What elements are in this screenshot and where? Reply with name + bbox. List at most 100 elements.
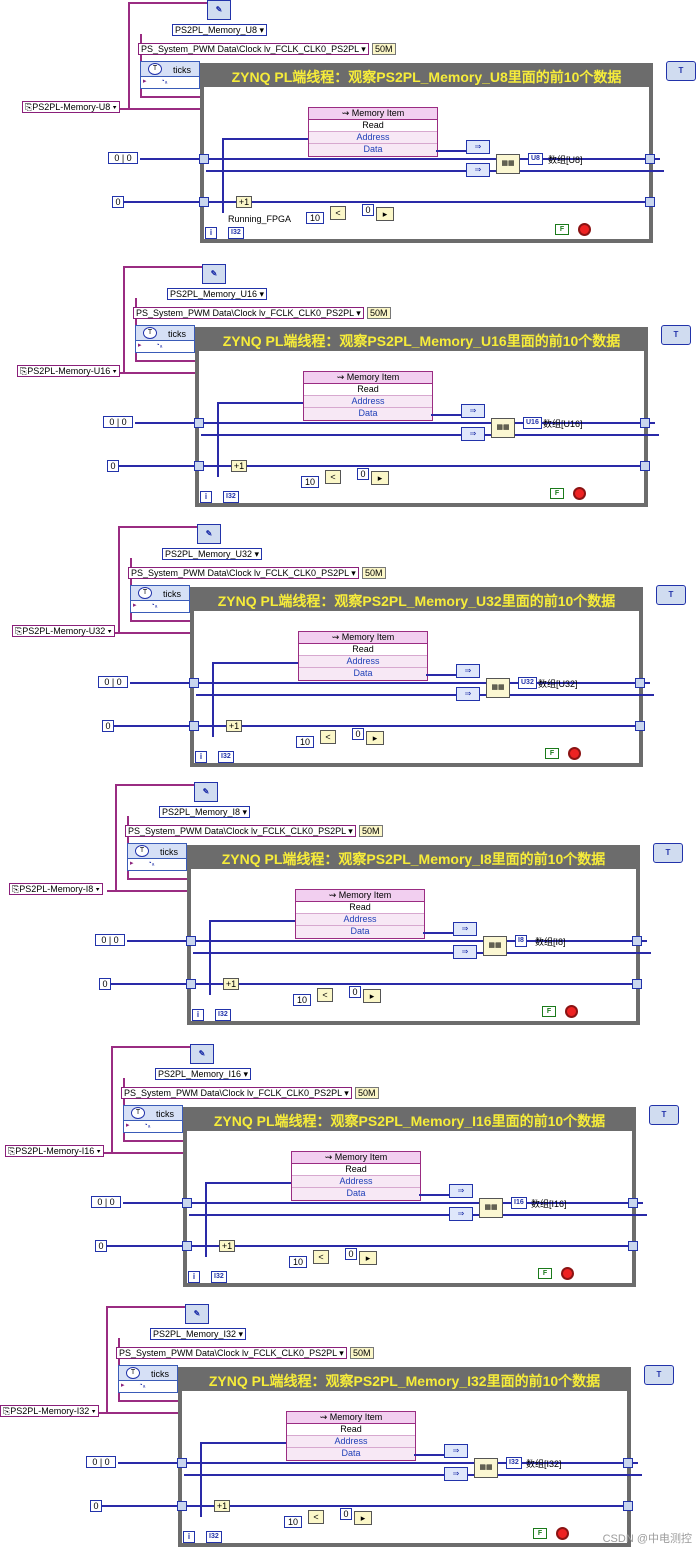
fifo-name-ring[interactable]: PS2PL_Memory_I8 ▾ bbox=[159, 806, 251, 818]
index-array-node[interactable]: ⇒ bbox=[444, 1444, 468, 1458]
less-than-node[interactable]: < bbox=[325, 470, 341, 484]
zero-constant[interactable]: 0 bbox=[90, 1500, 102, 1512]
select-node[interactable]: ▸ bbox=[376, 207, 394, 221]
zero-constant[interactable]: 0 bbox=[340, 1508, 352, 1520]
increment-node[interactable]: +1 bbox=[223, 978, 239, 990]
zero-constant[interactable]: 0 bbox=[357, 468, 369, 480]
stop-icon[interactable] bbox=[573, 487, 586, 500]
ticks-node[interactable]: T ticks ▸ ◔ₐ bbox=[130, 585, 190, 613]
array-constant[interactable]: 0 | 0 bbox=[98, 676, 128, 688]
zero-constant[interactable]: 0 bbox=[107, 460, 119, 472]
stop-icon[interactable] bbox=[578, 223, 591, 236]
build-array-node[interactable]: ▦▦ bbox=[496, 154, 520, 174]
select-node[interactable]: ▸ bbox=[359, 1251, 377, 1265]
increment-node[interactable]: +1 bbox=[219, 1240, 235, 1252]
fifo-constant-icon[interactable]: ✎ bbox=[190, 1044, 214, 1064]
ten-constant[interactable]: 10 bbox=[296, 736, 314, 748]
false-constant[interactable]: F bbox=[545, 748, 559, 759]
stop-icon[interactable] bbox=[568, 747, 581, 760]
zero-constant[interactable]: 0 bbox=[112, 196, 124, 208]
fifo-name-ring[interactable]: PS2PL_Memory_U8 ▾ bbox=[172, 24, 268, 36]
select-node[interactable]: ▸ bbox=[363, 989, 381, 1003]
index-array-node[interactable]: ⇒ bbox=[453, 922, 477, 936]
clock-constant[interactable]: PS_System_PWM Data\Clock lv_FCLK_CLK0_PS… bbox=[133, 307, 364, 319]
index-array-node[interactable]: ⇒ bbox=[456, 664, 480, 678]
increment-node[interactable]: +1 bbox=[236, 196, 252, 208]
array-constant[interactable]: 0 | 0 bbox=[86, 1456, 116, 1468]
increment-node[interactable]: +1 bbox=[226, 720, 242, 732]
fifo-name-ring[interactable]: PS2PL_Memory_U32 ▾ bbox=[162, 548, 263, 560]
clock-constant[interactable]: PS_System_PWM Data\Clock lv_FCLK_CLK0_PS… bbox=[125, 825, 356, 837]
replace-subset-node[interactable]: ⇒ bbox=[449, 1207, 473, 1221]
fifo-constant-icon[interactable]: ✎ bbox=[185, 1304, 209, 1324]
ten-constant[interactable]: 10 bbox=[289, 1256, 307, 1268]
replace-subset-node[interactable]: ⇒ bbox=[453, 945, 477, 959]
false-constant[interactable]: F bbox=[538, 1268, 552, 1279]
replace-subset-node[interactable]: ⇒ bbox=[456, 687, 480, 701]
stop-icon[interactable] bbox=[556, 1527, 569, 1540]
array-constant[interactable]: 0 | 0 bbox=[95, 934, 125, 946]
memory-item-node[interactable]: ⇝ Memory Item Read Address Data bbox=[303, 371, 433, 421]
false-constant[interactable]: F bbox=[542, 1006, 556, 1017]
fifo-name-ring[interactable]: PS2PL_Memory_U16 ▾ bbox=[167, 288, 268, 300]
memory-item-node[interactable]: ⇝ Memory Item Read Address Data bbox=[295, 889, 425, 939]
select-node[interactable]: ▸ bbox=[354, 1511, 372, 1525]
array-constant[interactable]: 0 | 0 bbox=[103, 416, 133, 428]
ten-constant[interactable]: 10 bbox=[293, 994, 311, 1006]
fifo-constant-icon[interactable]: ✎ bbox=[202, 264, 226, 284]
timed-loop[interactable]: ZYNQ PL端线程：观察PS2PL_Memory_U16里面的前10个数据 bbox=[195, 327, 648, 507]
zero-constant[interactable]: 0 bbox=[345, 1248, 357, 1260]
zero-constant[interactable]: 0 bbox=[102, 720, 114, 732]
memory-ref-control[interactable]: ⎘PS2PL-Memory-U32 ▾ bbox=[12, 625, 115, 637]
stop-icon[interactable] bbox=[561, 1267, 574, 1280]
clock-constant[interactable]: PS_System_PWM Data\Clock lv_FCLK_CLK0_PS… bbox=[116, 1347, 347, 1359]
clock-constant[interactable]: PS_System_PWM Data\Clock lv_FCLK_CLK0_PS… bbox=[138, 43, 369, 55]
build-array-node[interactable]: ▦▦ bbox=[486, 678, 510, 698]
ticks-node[interactable]: T ticks ▸ ◔ₐ bbox=[135, 325, 195, 353]
zero-constant[interactable]: 0 bbox=[352, 728, 364, 740]
increment-node[interactable]: +1 bbox=[214, 1500, 230, 1512]
ticks-node[interactable]: T ticks ▸ ◔ₐ bbox=[123, 1105, 183, 1133]
memory-ref-control[interactable]: ⎘PS2PL-Memory-U8 ▾ bbox=[22, 101, 120, 113]
clock-constant[interactable]: PS_System_PWM Data\Clock lv_FCLK_CLK0_PS… bbox=[128, 567, 359, 579]
index-array-node[interactable]: ⇒ bbox=[466, 140, 490, 154]
memory-ref-control[interactable]: ⎘PS2PL-Memory-I8 ▾ bbox=[9, 883, 103, 895]
fifo-name-ring[interactable]: PS2PL_Memory_I32 ▾ bbox=[150, 1328, 247, 1340]
memory-item-node[interactable]: ⇝ Memory Item Read Address Data bbox=[291, 1151, 421, 1201]
less-than-node[interactable]: < bbox=[330, 206, 346, 220]
less-than-node[interactable]: < bbox=[308, 1510, 324, 1524]
ten-constant[interactable]: 10 bbox=[306, 212, 324, 224]
replace-subset-node[interactable]: ⇒ bbox=[461, 427, 485, 441]
select-node[interactable]: ▸ bbox=[366, 731, 384, 745]
select-node[interactable]: ▸ bbox=[371, 471, 389, 485]
false-constant[interactable]: F bbox=[533, 1528, 547, 1539]
zero-constant[interactable]: 0 bbox=[362, 204, 374, 216]
array-constant[interactable]: 0 | 0 bbox=[108, 152, 138, 164]
clock-constant[interactable]: PS_System_PWM Data\Clock lv_FCLK_CLK0_PS… bbox=[121, 1087, 352, 1099]
memory-ref-control[interactable]: ⎘PS2PL-Memory-U16 ▾ bbox=[17, 365, 120, 377]
build-array-node[interactable]: ▦▦ bbox=[479, 1198, 503, 1218]
ticks-node[interactable]: T ticks ▸ ◔ₐ bbox=[118, 1365, 178, 1393]
increment-node[interactable]: +1 bbox=[231, 460, 247, 472]
replace-subset-node[interactable]: ⇒ bbox=[466, 163, 490, 177]
false-constant[interactable]: F bbox=[555, 224, 569, 235]
memory-ref-control[interactable]: ⎘PS2PL-Memory-I16 ▾ bbox=[5, 1145, 104, 1157]
fifo-constant-icon[interactable]: ✎ bbox=[197, 524, 221, 544]
index-array-node[interactable]: ⇒ bbox=[461, 404, 485, 418]
ten-constant[interactable]: 10 bbox=[301, 476, 319, 488]
fifo-constant-icon[interactable]: ✎ bbox=[207, 0, 231, 20]
ticks-node[interactable]: T ticks ▸ ◔ₐ bbox=[140, 61, 200, 89]
memory-item-node[interactable]: ⇝ Memory Item Read Address Data bbox=[298, 631, 428, 681]
less-than-node[interactable]: < bbox=[313, 1250, 329, 1264]
zero-constant[interactable]: 0 bbox=[95, 1240, 107, 1252]
build-array-node[interactable]: ▦▦ bbox=[483, 936, 507, 956]
ticks-node[interactable]: T ticks ▸ ◔ₐ bbox=[127, 843, 187, 871]
build-array-node[interactable]: ▦▦ bbox=[491, 418, 515, 438]
false-constant[interactable]: F bbox=[550, 488, 564, 499]
replace-subset-node[interactable]: ⇒ bbox=[444, 1467, 468, 1481]
less-than-node[interactable]: < bbox=[320, 730, 336, 744]
build-array-node[interactable]: ▦▦ bbox=[474, 1458, 498, 1478]
zero-constant[interactable]: 0 bbox=[99, 978, 111, 990]
fifo-name-ring[interactable]: PS2PL_Memory_I16 ▾ bbox=[155, 1068, 252, 1080]
memory-item-node[interactable]: ⇝ Memory Item Read Address Data bbox=[308, 107, 438, 157]
